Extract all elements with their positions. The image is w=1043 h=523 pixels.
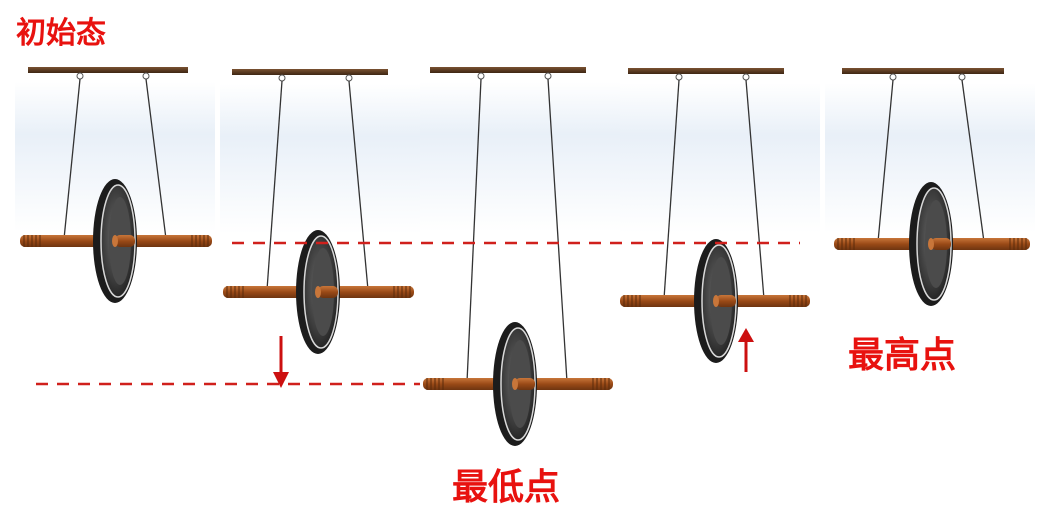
string-left: [466, 78, 482, 383]
backdrop: [220, 84, 420, 234]
axle-end: [928, 238, 934, 250]
axle-hub: [115, 235, 135, 247]
support-beam: [430, 67, 586, 73]
axle-end: [713, 295, 719, 307]
down-arrow-head: [273, 372, 289, 388]
axle-hub: [318, 286, 338, 298]
string-left: [663, 79, 680, 300]
axle-end: [315, 286, 321, 298]
string-right: [348, 80, 369, 291]
string-right: [547, 78, 568, 383]
hook: [477, 72, 485, 80]
hook: [544, 72, 552, 80]
hook: [345, 74, 353, 82]
backdrop: [620, 83, 820, 233]
up-arrow-head: [738, 328, 754, 342]
string-left: [266, 80, 283, 291]
highest-point-label: 最高点: [848, 335, 957, 376]
hook: [278, 74, 286, 82]
string-right: [961, 79, 985, 243]
support-beam: [232, 69, 388, 75]
axle-hub: [716, 295, 736, 307]
pendulum-5: [825, 68, 1035, 306]
hook: [958, 73, 966, 81]
string-right: [145, 78, 167, 240]
support-beam: [628, 68, 784, 74]
hook: [742, 73, 750, 81]
pendulum-3: [420, 67, 620, 446]
pendulum-4: [620, 68, 820, 363]
hook: [889, 73, 897, 81]
axle-end: [112, 235, 118, 247]
pendulum-2: [220, 69, 420, 354]
string-right: [745, 79, 765, 300]
hook: [675, 73, 683, 81]
backdrop: [420, 82, 620, 232]
pendulum-1: [15, 67, 215, 303]
string-left: [877, 79, 894, 243]
support-beam: [842, 68, 1004, 74]
hook: [142, 72, 150, 80]
hook: [76, 72, 84, 80]
axle-end: [512, 378, 518, 390]
axle-hub: [515, 378, 535, 390]
axle-hub: [931, 238, 951, 250]
string-left: [63, 78, 81, 240]
initial-state-label: 初始态: [16, 16, 106, 51]
lowest-point-label: 最低点: [452, 467, 561, 508]
support-beam: [28, 67, 188, 73]
